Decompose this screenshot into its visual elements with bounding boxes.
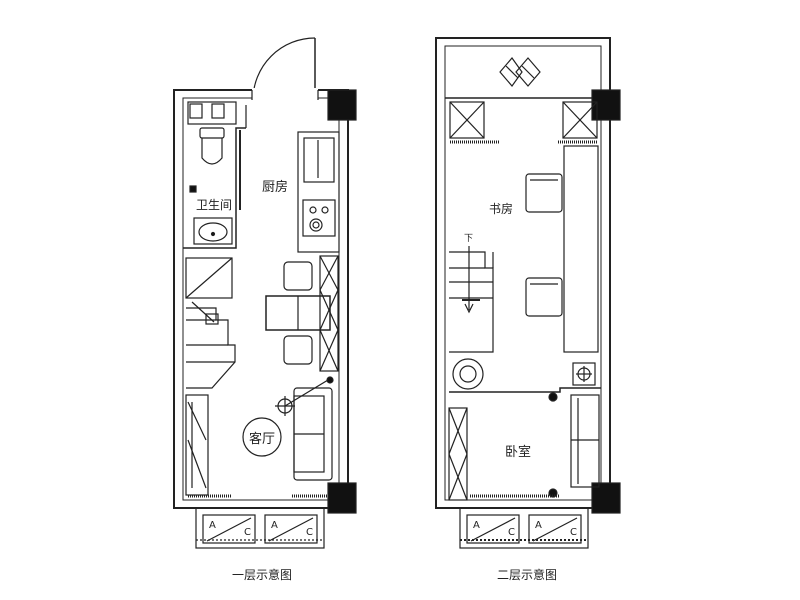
ac-label-c: C (244, 527, 251, 538)
kitchen-counter (297, 131, 340, 253)
floor2-outer-wall (435, 37, 611, 509)
floor2-column-bottom (591, 482, 621, 514)
washbasin-icon (193, 217, 233, 245)
shaft-right (562, 101, 598, 139)
sink-icon (303, 137, 335, 183)
ceiling-fixture-icon (572, 362, 596, 386)
dining-chair (283, 261, 313, 291)
living-room-tag (242, 417, 282, 457)
bedroom-label: 卧室 (505, 445, 532, 460)
floor1-column-bottom (327, 482, 357, 514)
floor2-inner-wall (444, 45, 602, 501)
bathroom-label: 卫生间 (196, 198, 233, 212)
ac-label-a: A (473, 520, 480, 531)
floor1-caption: 一层示意图 (232, 568, 293, 582)
wardrobe (448, 407, 468, 501)
floor1-stairs (185, 257, 236, 389)
bedroom-wall (449, 387, 601, 393)
floor2-stairs (449, 246, 494, 353)
shaft-left (449, 101, 485, 139)
ac-label-c: C (306, 527, 313, 538)
tv-cabinet (185, 394, 209, 496)
floor2-column-top (591, 89, 621, 121)
stove-icon (302, 199, 336, 237)
round-plant-icon (452, 358, 484, 390)
floor-lamp-icon (275, 376, 334, 416)
tap-icon (189, 185, 197, 193)
kitchen-label: 厨房 (262, 180, 289, 195)
floor1-column-top (327, 89, 357, 121)
living-room-label: 客厅 (249, 432, 276, 447)
ac-label-c: C (508, 527, 515, 538)
bathroom-wall (183, 127, 246, 249)
study-chair (525, 173, 563, 213)
ac-label-a: A (535, 520, 542, 531)
study-label: 书房 (489, 202, 514, 216)
toilet-icon (199, 127, 225, 165)
sofa-icon (293, 387, 333, 481)
floor2-plan (435, 37, 621, 549)
bed-icon (548, 392, 600, 498)
dining-chair (283, 335, 313, 365)
study-desk (563, 145, 599, 353)
study-chair (525, 277, 563, 317)
floor2-caption: 二层示意图 (497, 568, 558, 582)
floor1-right-cabinet (319, 255, 339, 372)
dining-table (265, 261, 331, 365)
ac-label-c: C (570, 527, 577, 538)
ac-label-a: A (209, 520, 216, 531)
floor2-ac-platform (459, 507, 589, 549)
floor1-ac-platform (195, 507, 325, 549)
plant-icon (499, 57, 541, 87)
floor1-plan (173, 37, 357, 549)
stair-down-label: 下 (464, 234, 474, 244)
door-opening (252, 88, 318, 100)
ac-label-a: A (271, 520, 278, 531)
